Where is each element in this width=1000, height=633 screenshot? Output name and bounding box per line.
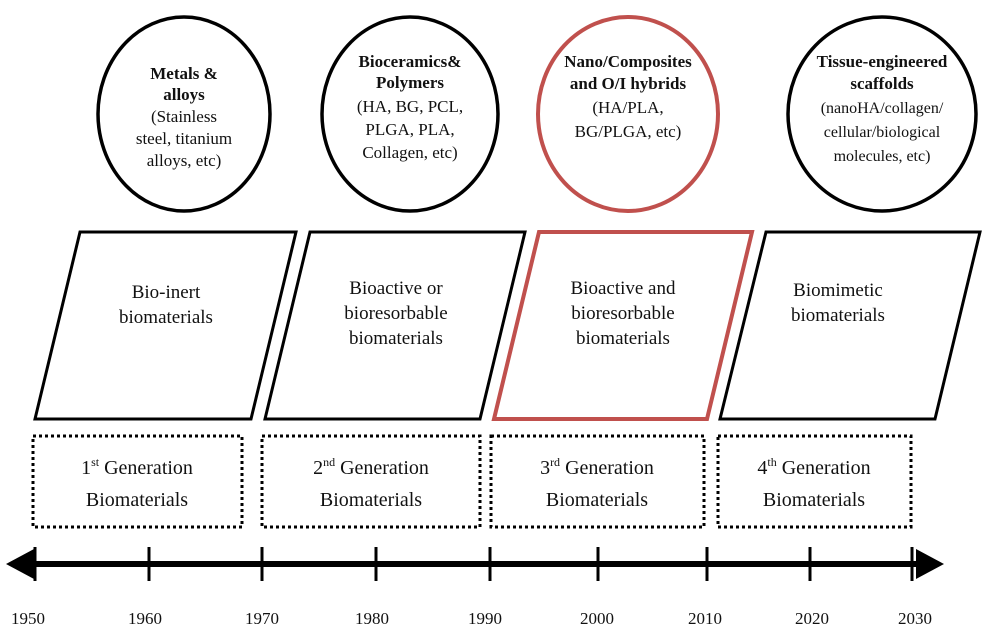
material-title: and O/I hybrids <box>570 74 687 93</box>
property-label: bioresorbable <box>344 303 447 324</box>
column-1st-generation: Metals & alloys (Stainless steel, titani… <box>31 15 298 529</box>
material-examples: (HA/PLA, <box>592 98 663 117</box>
material-examples: PLGA, PLA, <box>365 120 454 139</box>
timeline-arrow-left <box>6 549 34 579</box>
property-parallelogram-4 <box>718 230 982 421</box>
material-examples: BG/PLGA, etc) <box>575 122 682 141</box>
material-examples: cellular/biological <box>824 124 941 141</box>
timeline-year: 2020 <box>795 609 829 628</box>
material-title: Metals & <box>150 64 218 83</box>
material-title: alloys <box>163 85 205 104</box>
generation-box-4 <box>716 434 913 529</box>
timeline-year: 1960 <box>128 609 162 628</box>
generation-label: 1st Generation <box>81 455 193 479</box>
material-examples: (nanoHA/collagen/ <box>821 100 944 117</box>
materials-circle-3 <box>536 15 720 213</box>
timeline-year: 1970 <box>245 609 279 628</box>
material-title: Polymers <box>376 73 444 92</box>
generation-box-2 <box>260 434 482 529</box>
generation-label: 2nd Generation <box>313 455 429 479</box>
generation-label: Biomaterials <box>546 489 648 511</box>
materials-circle-1 <box>96 15 272 213</box>
material-title: scaffolds <box>850 74 914 93</box>
column-4th-generation: Tissue-engineered scaffolds (nanoHA/coll… <box>716 15 982 529</box>
generation-box-1 <box>31 434 244 529</box>
material-examples: (HA, BG, PCL, <box>357 97 463 116</box>
timeline-year: 2000 <box>580 609 614 628</box>
timeline-year: 2010 <box>688 609 722 628</box>
material-title: Tissue-engineered <box>817 52 948 71</box>
timeline-arrow-right <box>916 549 944 579</box>
materials-circle-4 <box>786 15 978 213</box>
generation-label: 3rd Generation <box>540 455 654 479</box>
generation-label: Biomaterials <box>320 489 422 511</box>
timeline-year: 1980 <box>355 609 389 628</box>
generation-label: 4th Generation <box>757 455 870 479</box>
material-examples: alloys, etc) <box>147 151 222 170</box>
materials-circle-2 <box>320 15 500 213</box>
timeline-year: 1950 <box>11 609 45 628</box>
generation-label: Biomaterials <box>86 489 188 511</box>
property-label: Bioactive or <box>349 278 443 299</box>
property-label: biomaterials <box>576 328 670 349</box>
property-label: Biomimetic <box>793 280 883 301</box>
column-2nd-generation: Bioceramics& Polymers (HA, BG, PCL, PLGA… <box>260 15 527 529</box>
material-examples: molecules, etc) <box>834 148 931 165</box>
property-parallelogram-2 <box>263 230 527 421</box>
property-label: biomaterials <box>791 305 885 326</box>
property-label: biomaterials <box>349 328 443 349</box>
material-examples: Collagen, etc) <box>362 143 457 162</box>
timeline-year: 2030 <box>898 609 932 628</box>
material-title: Bioceramics& <box>359 52 462 71</box>
property-label: biomaterials <box>119 307 213 328</box>
material-examples: steel, titanium <box>136 129 232 148</box>
property-label: Bioactive and <box>571 278 676 299</box>
property-label: Bio-inert <box>132 282 201 303</box>
material-title: Nano/Composites <box>564 52 692 71</box>
generation-box-3 <box>489 434 706 529</box>
timeline: 1950 1960 1970 1980 1990 2000 2010 2020 … <box>6 547 944 628</box>
generation-label: Biomaterials <box>763 489 865 511</box>
column-3rd-generation: Nano/Composites and O/I hybrids (HA/PLA,… <box>489 15 755 529</box>
property-parallelogram-1 <box>33 230 298 421</box>
material-examples: (Stainless <box>151 107 217 126</box>
property-label: bioresorbable <box>571 303 674 324</box>
timeline-year: 1990 <box>468 609 502 628</box>
property-parallelogram-3 <box>491 230 755 421</box>
